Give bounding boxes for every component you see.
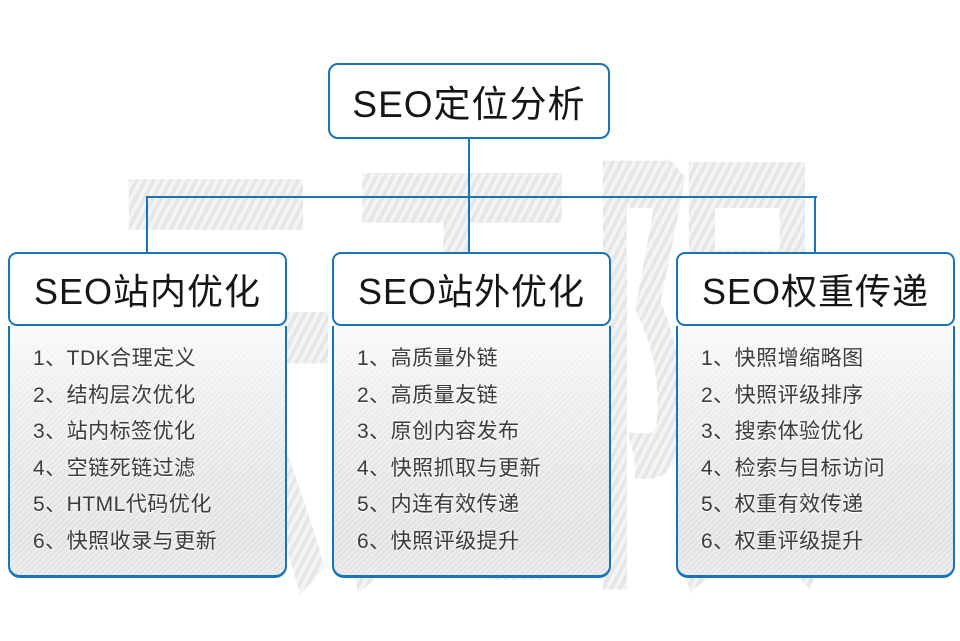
column-title-label: SEO站内优化 (33, 271, 262, 312)
list-item: 2、快照评级排序 (701, 383, 864, 407)
list-item: 3、站内标签优化 (33, 420, 196, 443)
list-item: 1、TDK合理定义 (33, 347, 197, 370)
column-title: SEO站内优化 (8, 252, 287, 326)
connector-root-stem (468, 139, 470, 197)
list-item: 3、原创内容发布 (357, 420, 520, 443)
list-item: 4、空链死链过滤 (33, 456, 196, 480)
connector-drop-left (146, 198, 148, 254)
list-item: 5、内连有效传递 (357, 493, 520, 516)
item-list: 1、快照增缩略图 2、快照评级排序 3、搜索体验优化 4、检索与目标访问 5、权重有效传… (678, 326, 953, 560)
list-item: 2、高质量友链 (357, 383, 499, 407)
list-item: 4、检索与目标访问 (701, 456, 886, 480)
column-title: SEO站外优化 (332, 252, 611, 326)
list-item: 2、结构层次优化 (33, 383, 196, 407)
column-title: SEO权重传递 (676, 252, 955, 326)
list-item: 1、高质量外链 (357, 347, 499, 370)
list-item: 6、权重评级提升 (701, 529, 864, 553)
list-item: 4、快照抓取与更新 (357, 456, 542, 480)
item-list: 1、TDK合理定义 2、结构层次优化 3、站内标签优化 4、空链死链过滤 5、HTML代… (10, 326, 285, 560)
list-item: 3、搜索体验优化 (701, 420, 864, 443)
list-item: 1、快照增缩略图 (701, 347, 864, 370)
list-item: 6、快照评级提升 (357, 529, 520, 553)
connector-drop-right (814, 198, 816, 254)
column-panel: 1、快照增缩略图 2、快照评级排序 3、搜索体验优化 4、检索与目标访问 5、权重有效传… (676, 326, 955, 578)
column-panel: 1、TDK合理定义 2、结构层次优化 3、站内标签优化 4、空链死链过滤 5、HTML代… (8, 326, 287, 578)
connector-drop-center (468, 198, 470, 254)
item-list: 1、高质量外链 2、高质量友链 3、原创内容发布 4、快照抓取与更新 5、内连有效传递 6… (334, 326, 609, 560)
root-node-label: SEO定位分析 (352, 84, 586, 125)
list-item: 5、权重有效传递 (701, 493, 864, 516)
column-title-label: SEO权重传递 (701, 271, 930, 312)
list-item: 5、HTML代码优化 (33, 493, 212, 516)
column-panel: 1、高质量外链 2、高质量友链 3、原创内容发布 4、快照抓取与更新 5、内连有效传递 6… (332, 326, 611, 578)
connector-horizontal (146, 196, 817, 198)
root-node: SEO定位分析 (328, 63, 610, 139)
column-title-label: SEO站外优化 (357, 271, 586, 312)
list-item: 6、快照收录与更新 (33, 529, 218, 553)
